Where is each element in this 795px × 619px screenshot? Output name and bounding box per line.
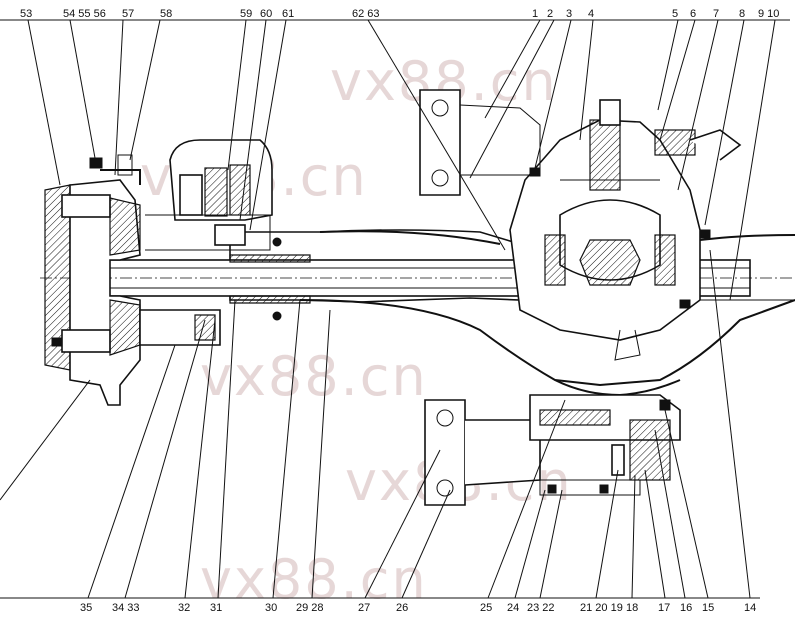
part-label: 21 20 19 (580, 602, 623, 614)
part-label: 1 (532, 8, 538, 20)
part-label: 59 (240, 8, 252, 20)
part-label: 54 55 56 (63, 8, 106, 20)
part-label: 25 (480, 602, 492, 614)
part-label: 35 (80, 602, 92, 614)
top-part-labels: 53 54 55 56 57 58 59 60 61 62 63 1 2 3 4… (20, 8, 779, 20)
part-label: 14 (744, 602, 756, 614)
part-label: 30 (265, 602, 277, 614)
wheel-hub (44, 154, 141, 406)
part-label: 7 (713, 8, 719, 20)
part-label: 3 (566, 8, 572, 20)
part-label: 9 10 (758, 8, 779, 20)
watermark-text: vx88.cn (200, 345, 428, 408)
part-label: 8 (739, 8, 745, 20)
part-label: 57 (122, 8, 134, 20)
part-label: 18 (626, 602, 638, 614)
part-label: 26 (396, 602, 408, 614)
part-label: 24 (507, 602, 519, 614)
part-label: 61 (282, 8, 294, 20)
bottom-part-labels: 35 34 33 32 31 30 29 28 27 26 25 24 23 2… (80, 602, 756, 614)
part-label: 16 (680, 602, 692, 614)
top-leaders (0, 19, 790, 301)
part-label: 58 (160, 8, 172, 20)
part-label: 32 (178, 602, 190, 614)
part-label: 6 (690, 8, 696, 20)
part-label: 31 (210, 602, 222, 614)
part-label: 27 (358, 602, 370, 614)
part-label: 4 (588, 8, 594, 20)
part-label: 2 (547, 8, 553, 20)
part-label: 17 (658, 602, 670, 614)
part-label: 15 (702, 602, 714, 614)
bottom-leaders (0, 249, 760, 599)
part-label: 60 (260, 8, 272, 20)
differential-carrier (509, 99, 742, 361)
spring-seat-lower (424, 394, 681, 506)
part-label: 23 22 (527, 602, 555, 614)
spring-seat-upper (419, 89, 541, 196)
part-label: 34 33 (112, 602, 140, 614)
part-label: 29 28 (296, 602, 324, 614)
part-label: 62 63 (352, 8, 380, 20)
part-label: 53 (20, 8, 32, 20)
part-label: 5 (672, 8, 678, 20)
